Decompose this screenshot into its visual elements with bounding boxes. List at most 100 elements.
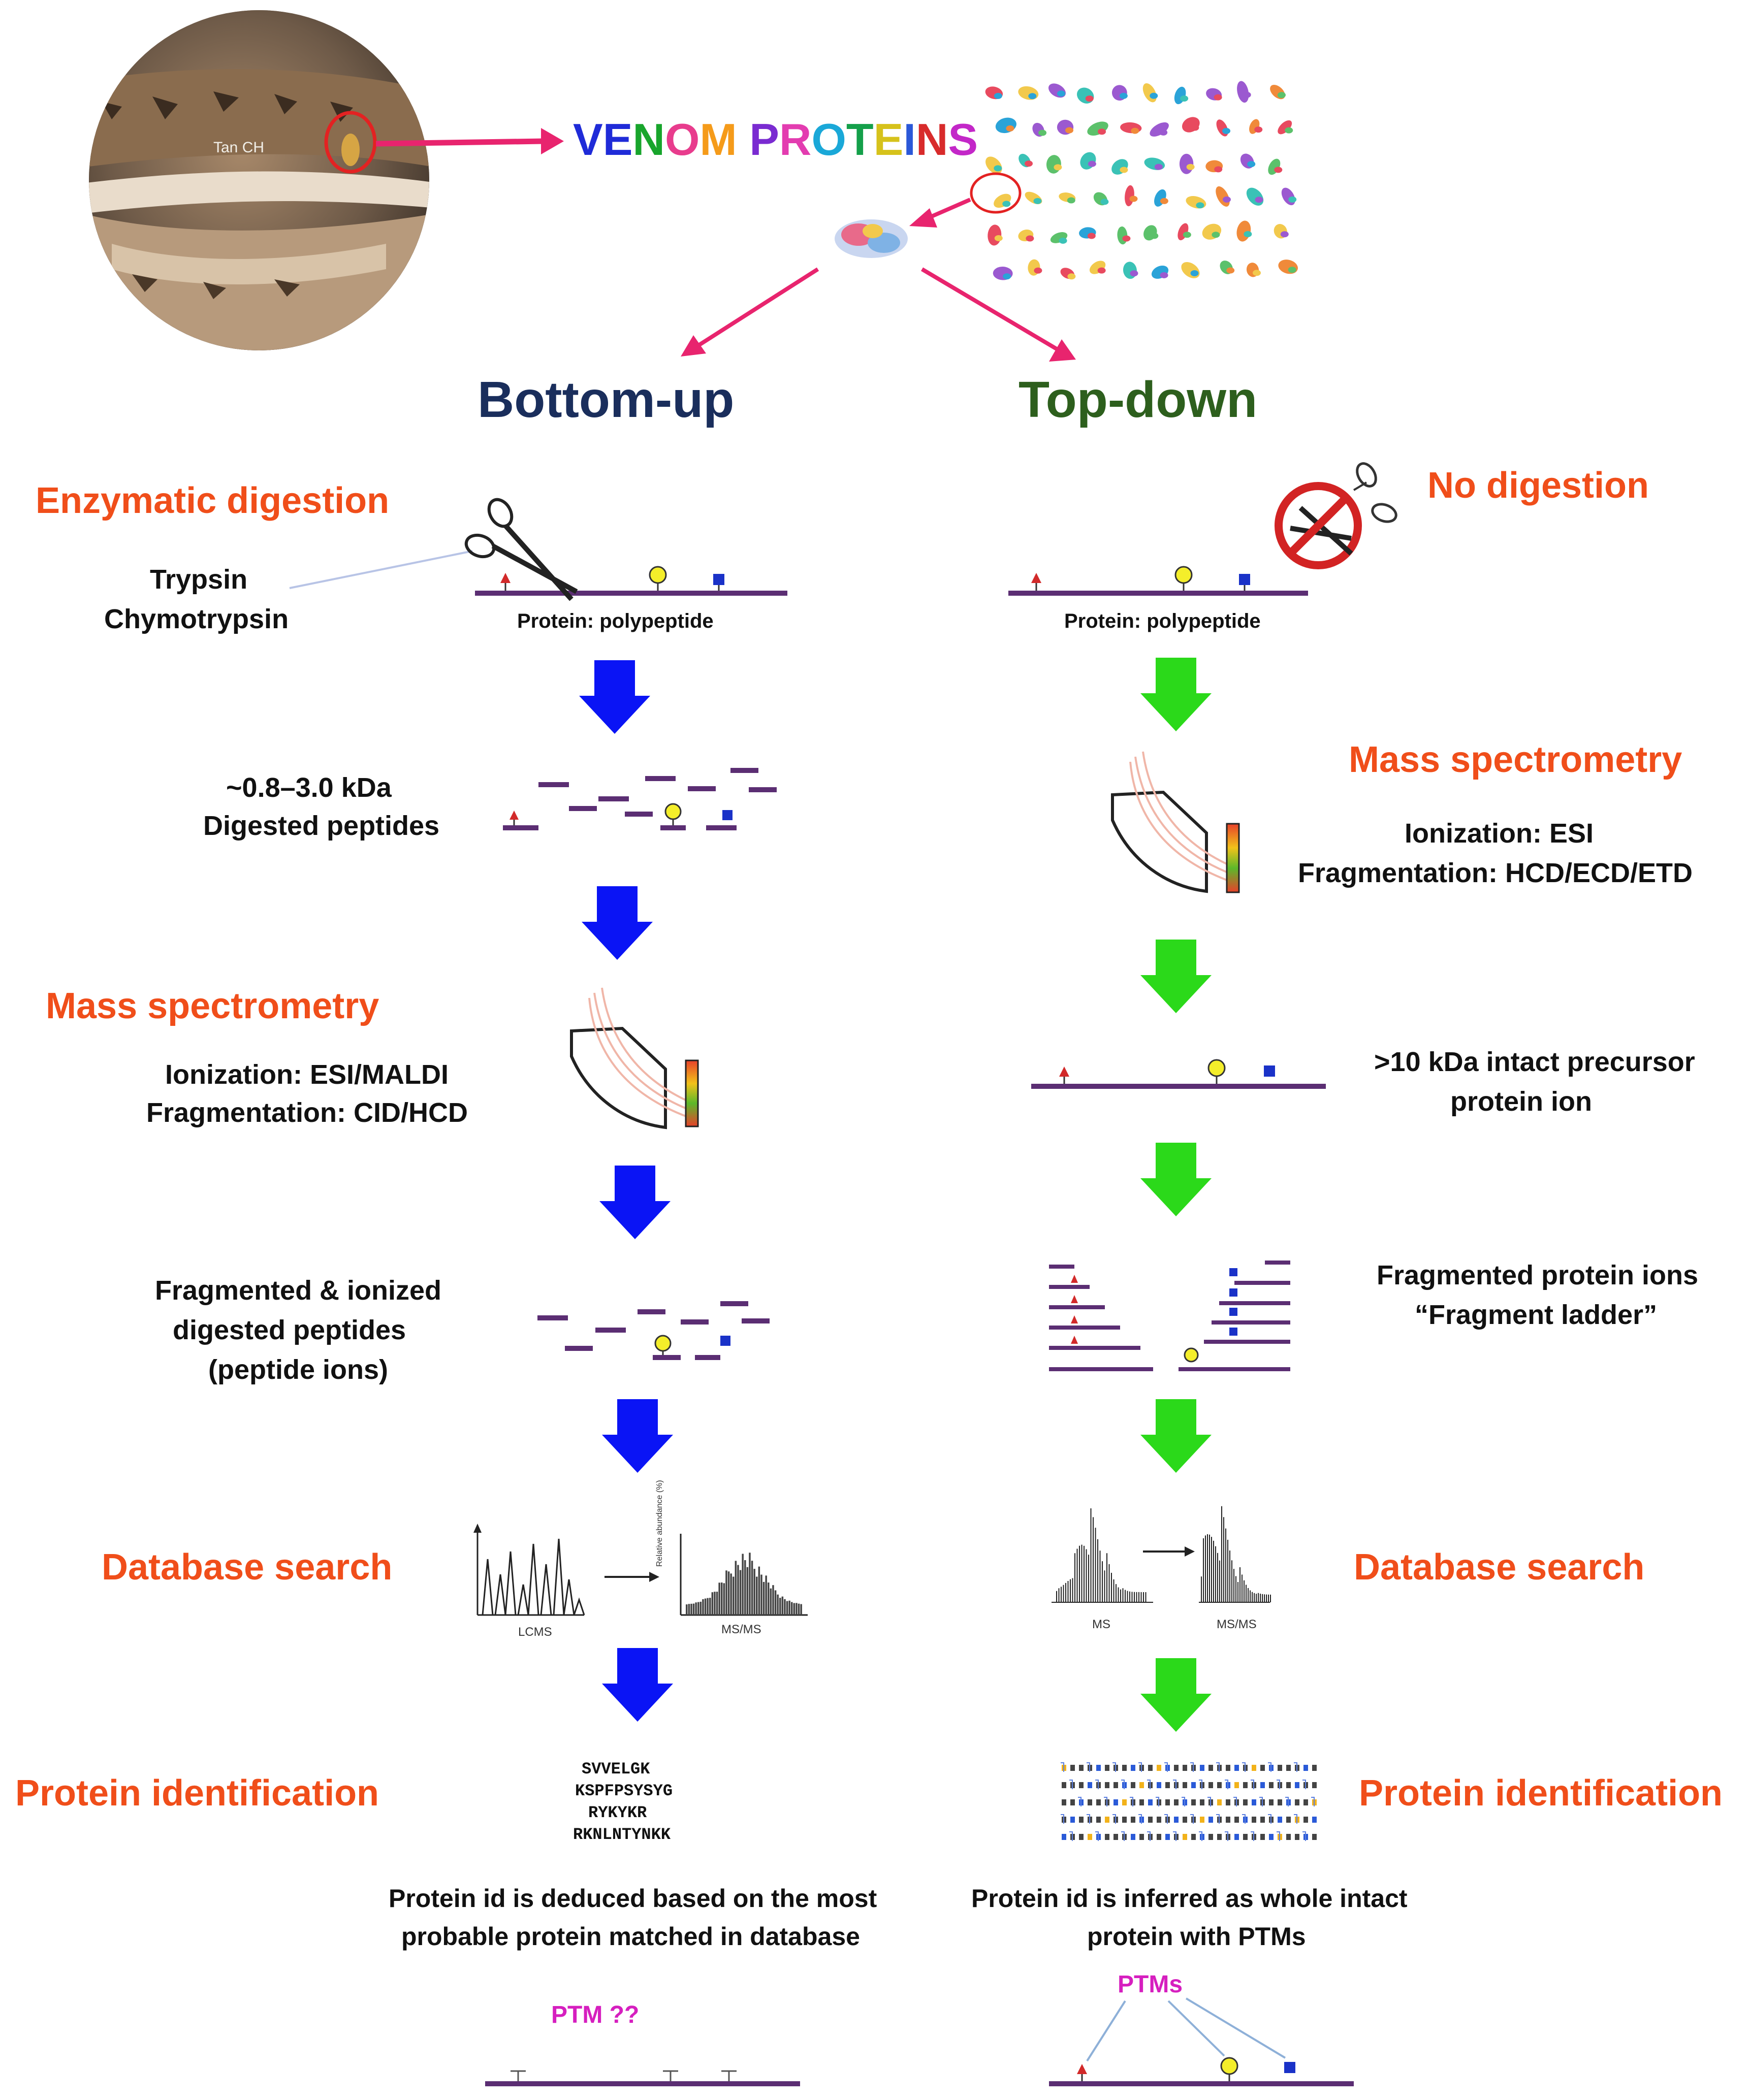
ladder-fragment	[1212, 1320, 1290, 1324]
sequence-residue	[1200, 1799, 1204, 1805]
sequence-residue	[1234, 1765, 1239, 1771]
venom-title-letter: O	[811, 114, 846, 165]
venom-title-letter: O	[665, 114, 699, 165]
sequence-residue	[1234, 1834, 1239, 1840]
bottom-up-title: Bottom-up	[478, 371, 735, 428]
flow-arrow	[602, 1648, 673, 1722]
protein-structure-blob	[1143, 225, 1157, 241]
protein-structures-cluster	[985, 81, 1298, 280]
msms-bar	[749, 1553, 751, 1615]
protein-structure-blob	[1054, 164, 1062, 171]
protein-structure-blob	[1123, 262, 1137, 279]
lcms-peak	[527, 1543, 539, 1616]
sequence-residue	[1070, 1817, 1075, 1823]
td-ms-spectrum	[1052, 1508, 1153, 1603]
flow-arrow	[599, 1166, 671, 1239]
protein-structure-blob	[1288, 196, 1297, 203]
top-down-title: Top-down	[1019, 371, 1258, 428]
cleavage-mark	[1199, 1831, 1202, 1841]
protein-structure-blob	[1249, 119, 1260, 134]
sequence-residue	[1165, 1799, 1170, 1805]
sequence-residue	[1096, 1765, 1101, 1771]
cleavage-mark	[1061, 1762, 1064, 1772]
protein-structure-blob	[1002, 201, 1011, 207]
venom-title-letter: P	[749, 114, 779, 165]
bu-protein-caption: Protein: polypeptide	[517, 610, 714, 632]
protein-structure-blob	[1285, 127, 1293, 134]
sequence-residue	[1105, 1765, 1109, 1771]
td-msms-label: MS/MS	[1217, 1618, 1257, 1631]
protein-structure-blob	[1216, 186, 1230, 207]
bu-mass-spectrometry-heading: Mass spectrometry	[46, 986, 379, 1026]
sequence-residue	[1208, 1817, 1213, 1823]
protein-structure-blob	[985, 86, 1003, 100]
bu-msms-label: MS/MS	[721, 1623, 761, 1636]
protein-structure-blob	[1236, 220, 1251, 242]
protein-structure-blob	[1281, 187, 1295, 206]
msms-bar	[704, 1598, 707, 1615]
sequence-residue	[1157, 1782, 1161, 1788]
sequence-residue	[1269, 1834, 1274, 1840]
cleavage-mark	[1285, 1797, 1289, 1806]
sequence-residue	[1191, 1782, 1196, 1788]
sequence-residue	[1174, 1817, 1179, 1823]
venom-title-letter	[737, 114, 749, 165]
protein-structure-blob	[1182, 117, 1200, 133]
cleavage-mark	[1173, 1831, 1176, 1841]
sequence-1: SVVELGK	[582, 1760, 650, 1779]
sequence-residue	[1234, 1782, 1239, 1788]
sequence-residue	[1312, 1765, 1317, 1771]
photo-credit: Tan CH	[213, 139, 264, 156]
sequence-residue	[1174, 1799, 1179, 1805]
msms-bar	[765, 1575, 767, 1615]
cleavage-mark	[1061, 1814, 1064, 1824]
msms-bar	[760, 1574, 762, 1615]
sequence-residue	[1312, 1817, 1317, 1823]
sequence-2: KSPFPSYSYG	[575, 1782, 673, 1800]
ladder-fragment	[1179, 1367, 1290, 1371]
cleavage-mark	[1251, 1831, 1254, 1841]
protein-structure-blob	[1130, 270, 1138, 277]
cleavage-mark	[1095, 1780, 1099, 1789]
msms-bar	[721, 1582, 723, 1615]
msms-bar	[718, 1582, 720, 1615]
protein-structure-blob	[1154, 189, 1166, 207]
sequence-4: RKNLNTYNKK	[573, 1825, 671, 1844]
venom-title-letter: E	[874, 114, 904, 165]
sequence-residue	[1252, 1765, 1256, 1771]
cleavage-mark	[1164, 1762, 1168, 1772]
td-fragmentation: Fragmentation: HCD/ECD/ETD	[1298, 858, 1693, 888]
bu-frag-line-1: Fragmented & ionized	[155, 1275, 442, 1306]
sequence-residue	[1303, 1765, 1308, 1771]
protein-structure-blob	[1059, 237, 1067, 244]
sequence-residue	[1217, 1834, 1222, 1840]
protein-structure-blob	[1050, 232, 1068, 243]
protein-structure-blob	[1268, 158, 1281, 175]
cleavage-mark	[1087, 1814, 1090, 1824]
protein-structure-blob	[1120, 167, 1128, 173]
sequence-residue	[1226, 1799, 1230, 1805]
protein-structure-blob	[1034, 267, 1042, 274]
venom-title-letter: S	[948, 114, 978, 165]
cleavage-mark	[1277, 1780, 1280, 1789]
protein-structure-blob	[1026, 235, 1034, 242]
bu-protein-polypeptide	[475, 566, 787, 596]
protein-structure-blob	[1003, 273, 1011, 280]
ladder-ptm-marker	[1184, 1347, 1199, 1363]
flow-arrow	[579, 660, 650, 734]
arrow-ms-to-msms	[1143, 1546, 1195, 1557]
cleavage-mark	[1147, 1831, 1151, 1841]
sequence-residue	[1096, 1799, 1101, 1805]
protein-structure-blob	[1237, 81, 1249, 103]
protein-structure-blob	[1277, 92, 1286, 99]
venom-title-letter: N	[916, 114, 948, 165]
sequence-residue	[1122, 1817, 1127, 1823]
sequence-residue	[1079, 1765, 1084, 1771]
ladder-fragment	[1049, 1346, 1140, 1350]
td-no-digestion-heading: No digestion	[1427, 465, 1649, 506]
sequence-residue	[1183, 1817, 1187, 1823]
sequence-residue	[1157, 1834, 1161, 1840]
protein-structure-blob	[1190, 270, 1199, 276]
sequence-residue	[1079, 1817, 1084, 1823]
